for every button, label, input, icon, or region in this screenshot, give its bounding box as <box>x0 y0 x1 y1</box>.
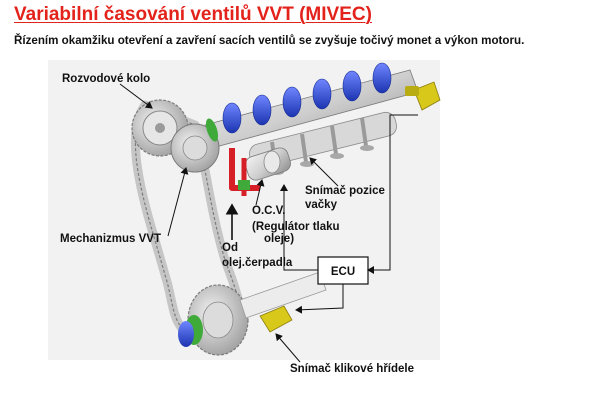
label-snimac-vacky-line2: vačky <box>305 199 338 211</box>
label-ocv-line3: oleje) <box>264 233 294 245</box>
label-od-line1: Od <box>222 242 238 254</box>
label-snimac-vacky-line1: Snímač pozice <box>305 185 385 197</box>
valve <box>330 125 344 159</box>
vvt-mechanism <box>170 118 220 173</box>
cam-lobe <box>222 102 242 134</box>
cam-lobe <box>252 94 272 126</box>
camshaft-position-sensor <box>405 81 441 111</box>
crankshaft-position-sensor <box>259 305 293 333</box>
label-snimac-klikove: Snímač klikové hřídele <box>290 363 414 375</box>
valve <box>360 117 374 151</box>
cam-lobe <box>282 86 302 118</box>
cam-lobe <box>312 78 332 110</box>
diagram-subtitle: Řízením okamžiku otevření a zavření sací… <box>14 34 525 47</box>
label-mechanizmus-vvt: Mechanizmus VVT <box>60 233 161 245</box>
ecu-label: ECU <box>331 266 355 278</box>
crank-pulley <box>178 315 203 347</box>
camshaft <box>204 62 419 149</box>
leader-lines <box>119 83 339 363</box>
label-od-line2: olej.čerpadla <box>222 257 293 269</box>
label-rozvodove-kolo: Rozvodové kolo <box>62 73 150 85</box>
oil-passage <box>229 148 260 196</box>
crankshaft-assembly <box>178 271 327 356</box>
label-ocv-line2: (Regulátor tlaku <box>252 221 340 233</box>
diagram-title: Variabilní časování ventilů VVT (MIVEC) <box>14 4 372 25</box>
label-ocv-line1: O.C.V. <box>252 205 285 217</box>
ecu-box: ECU <box>317 256 369 285</box>
ocv-valve <box>245 147 291 181</box>
cam-lobe <box>342 70 362 102</box>
cam-lobe <box>372 62 392 94</box>
signal-wiring <box>280 114 418 314</box>
